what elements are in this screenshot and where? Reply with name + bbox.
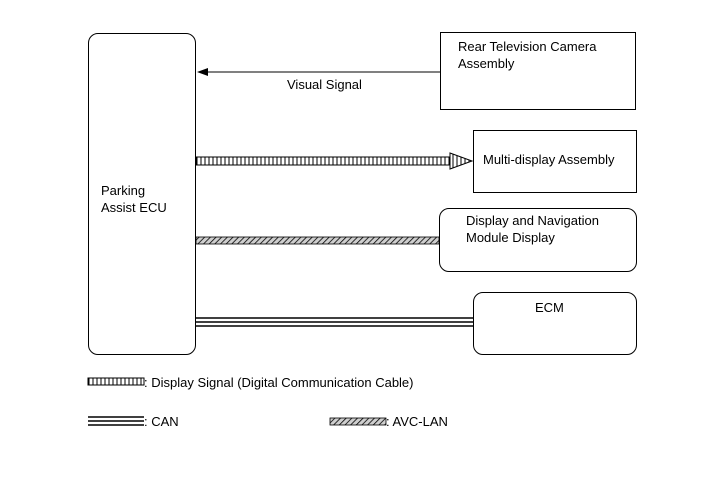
ecm-box [473, 292, 637, 355]
legend-can-symbol [88, 416, 144, 426]
legend-avc-lan-symbol [329, 417, 387, 426]
legend-display-signal-label: : Display Signal (Digital Communication … [144, 375, 414, 390]
multi-display-label: Multi-display Assembly [483, 152, 615, 167]
avc-lan-cable [195, 236, 440, 245]
display-navigation-label: Display and Navigation Module Display [466, 213, 599, 245]
legend-can-label: : CAN [144, 414, 179, 429]
multi-display-box [473, 130, 637, 193]
ecm-label: ECM [535, 300, 564, 315]
visual-signal-label: Visual Signal [287, 77, 362, 92]
rear-camera-box [440, 32, 636, 110]
rear-camera-label: Rear Television Camera Assembly [458, 39, 597, 71]
legend-display-signal-symbol [87, 377, 145, 386]
visual-signal-arrow [197, 68, 440, 76]
display-navigation-box [439, 208, 637, 272]
parking-assist-ecu-label: Parking Assist ECU [101, 183, 167, 215]
parking-assist-ecu-box [88, 33, 196, 355]
legend-avc-lan-label: : AVC-LAN [386, 414, 448, 429]
display-signal-cable [195, 152, 474, 170]
can-bus [196, 317, 473, 327]
